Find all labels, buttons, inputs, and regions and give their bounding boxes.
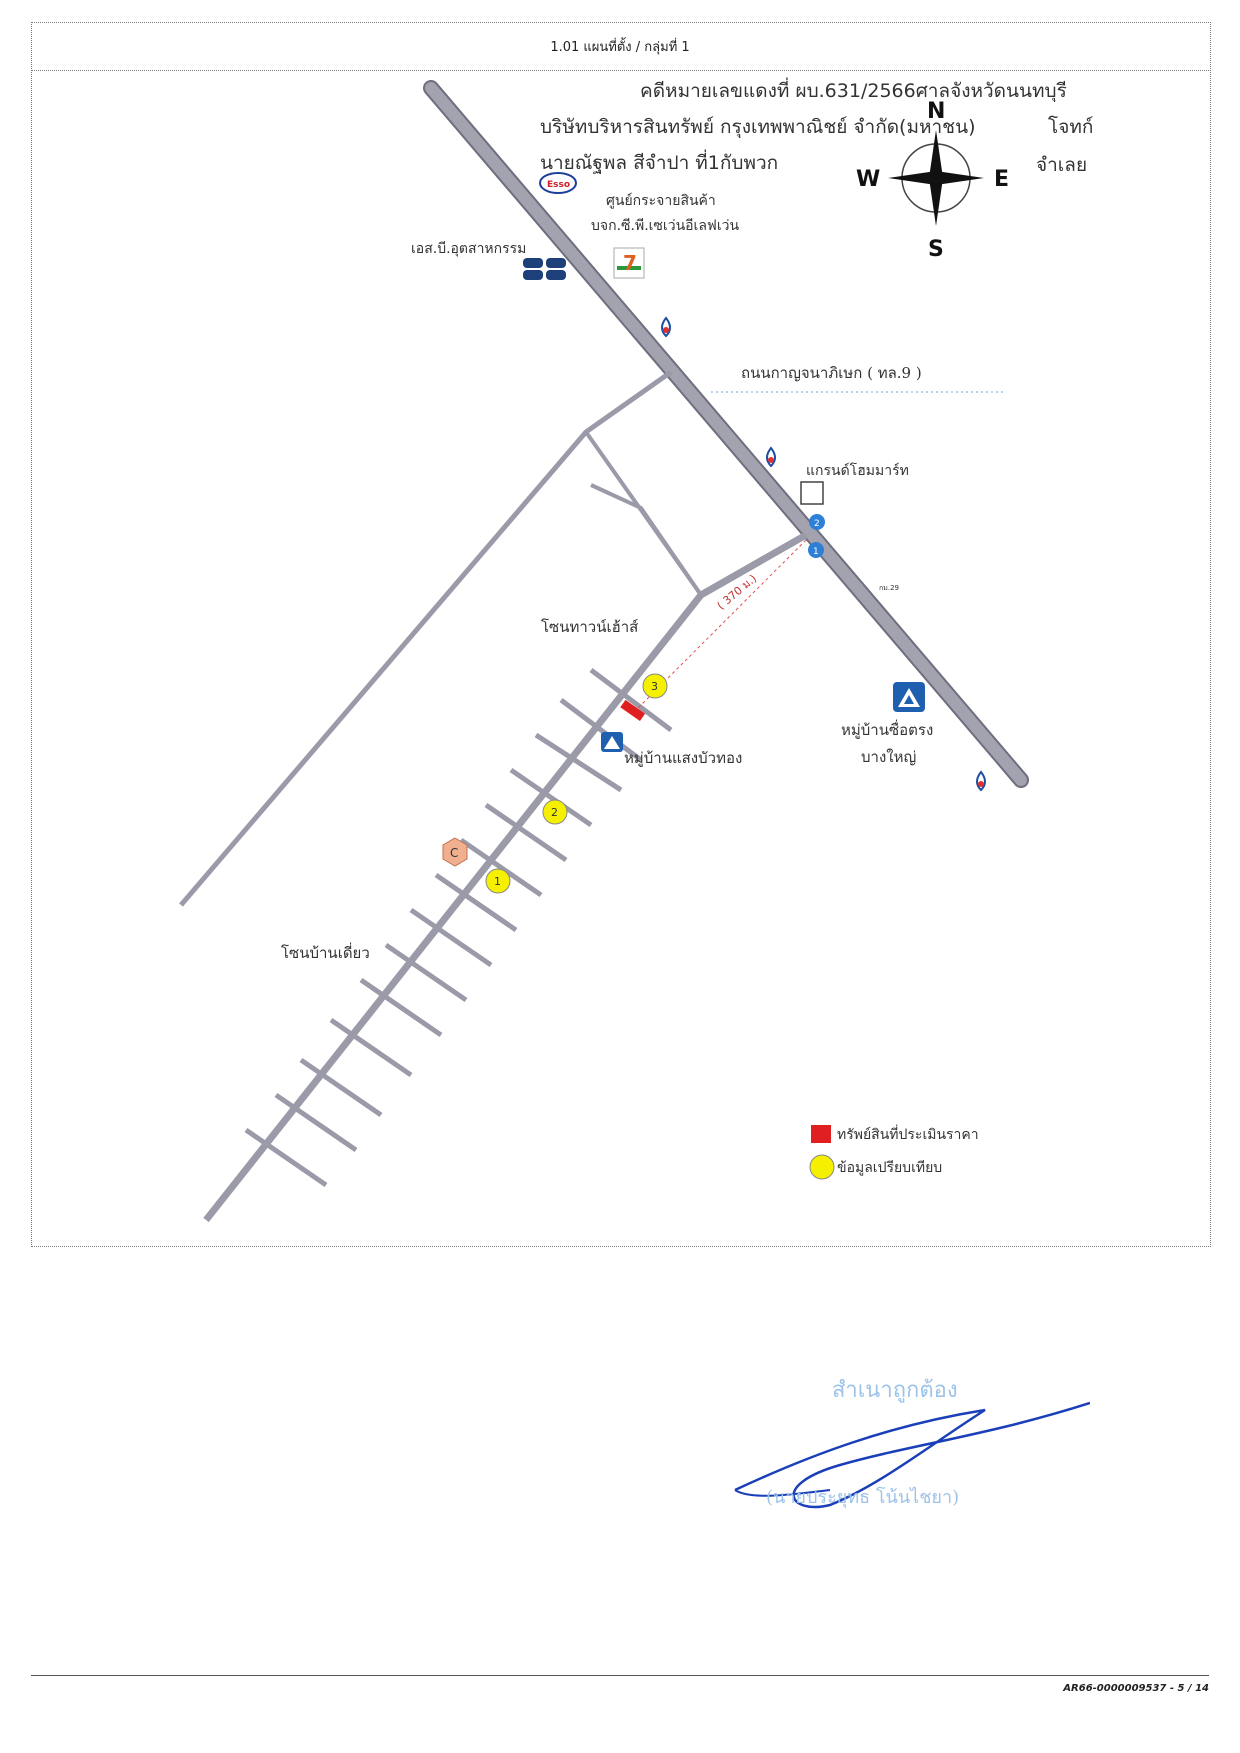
document-reference: AR66-0000009537 - 5 / 14 [1063, 1683, 1209, 1694]
plaintiff-name: บริษัทบริหารสินทรัพย์ กรุงเทพพาณิชย์ จำก… [540, 116, 976, 138]
header-bar: 1.01 แผนที่ตั้ง / กลุ่มที่ 1 [31, 22, 1209, 71]
page-title: 1.01 แผนที่ตั้ง / กลุ่มที่ 1 [550, 40, 690, 55]
location-map: ถนนกาญจนาภิเษก ( ทล.9 ) ( 370 ม.) Esso 7… [31, 70, 1209, 1245]
signatory-name: (นายประยุทธ โน้นไชยา) [766, 1487, 960, 1508]
compass-rose: N S W E [856, 99, 1009, 262]
blue-marker-1: 1 [808, 542, 824, 558]
village-icon [601, 732, 623, 752]
svg-text:1: 1 [494, 875, 501, 888]
label-sb-industry: เอส.บี.อุตสาหกรรม [411, 241, 526, 257]
comparison-marker-2: 2 [542, 799, 568, 825]
defendant-label: จำเลย [1036, 154, 1088, 176]
legend-swatch-property [811, 1125, 831, 1143]
label-village-saengbuathong: หมู่บ้านแสงบัวทอง [624, 749, 742, 767]
village-icon [893, 682, 925, 712]
compass-west: W [856, 167, 880, 192]
label-bang-yai: บางใหญ่ [861, 748, 916, 766]
property-marker [620, 699, 646, 721]
svg-text:1: 1 [813, 547, 819, 557]
sb-industry-logo [523, 258, 566, 280]
gas-station-icon [976, 770, 986, 792]
road-label-kanchanaphisek: ถนนกาญจนาภิเษก ( ทล.9 ) [741, 364, 922, 382]
compass-east: E [994, 167, 1009, 192]
comparison-marker-1: 1 [485, 868, 511, 894]
gas-station-icon [661, 316, 671, 338]
esso-icon: Esso [539, 172, 577, 194]
compass-north: N [927, 99, 945, 124]
case-number-line: คดีหมายเลขแดงที่ ผบ.631/2566ศาลจังหวัดนน… [640, 80, 1067, 102]
footer-divider [31, 1675, 1209, 1676]
label-zone-detached: โซนบ้านเดี่ยว [281, 942, 370, 962]
label-grand-home-mart: แกรนด์โฮมมาร์ท [806, 462, 909, 479]
blue-marker-2: 2 [809, 514, 825, 530]
grand-home-mart-icon [800, 481, 824, 505]
svg-text:C: C [450, 846, 458, 860]
svg-text:2: 2 [814, 519, 820, 529]
label-village-suetrong: หมู่บ้านซื่อตรง [841, 719, 933, 739]
plaintiff-label: โจทก์ [1048, 116, 1094, 138]
highway [423, 80, 1029, 788]
soi-main-road [179, 369, 808, 1223]
side-streets [244, 668, 673, 1188]
legend-label-comparison: ข้อมูลเปรียบเทียบ [837, 1160, 942, 1176]
svg-text:7: 7 [623, 251, 637, 275]
label-cp-seven: บจก.ซี.พี.เซเว่นอีเลฟเว่น [591, 218, 739, 234]
hex-c-icon: C [442, 837, 468, 867]
legend-label-property: ทรัพย์สินที่ประเมินราคา [837, 1125, 979, 1143]
svg-text:3: 3 [651, 680, 658, 693]
compass-south: S [928, 237, 944, 262]
legend: ทรัพย์สินที่ประเมินราคา ข้อมูลเปรียบเทีย… [809, 1125, 979, 1180]
gas-station-icon [766, 446, 776, 468]
label-zone-townhouse: โซนทาวน์เฮ้าส์ [541, 618, 638, 636]
map-frame [31, 22, 1211, 1247]
svg-text:2: 2 [551, 806, 558, 819]
legend-swatch-comparison [809, 1154, 835, 1180]
signature [734, 1401, 1090, 1509]
seven-eleven-icon: 7 [613, 247, 645, 279]
km-marker-label: กม.29 [879, 584, 899, 592]
label-distribution-center: ศูนย์กระจายสินค้า [606, 192, 716, 209]
svg-text:Esso: Esso [547, 180, 570, 190]
defendant-name: นายณัฐพล สีจำปา ที่1กับพวก [540, 152, 779, 174]
comparison-marker-3: 3 [642, 673, 668, 699]
certified-stamp: สำเนาถูกต้อง [832, 1378, 958, 1403]
